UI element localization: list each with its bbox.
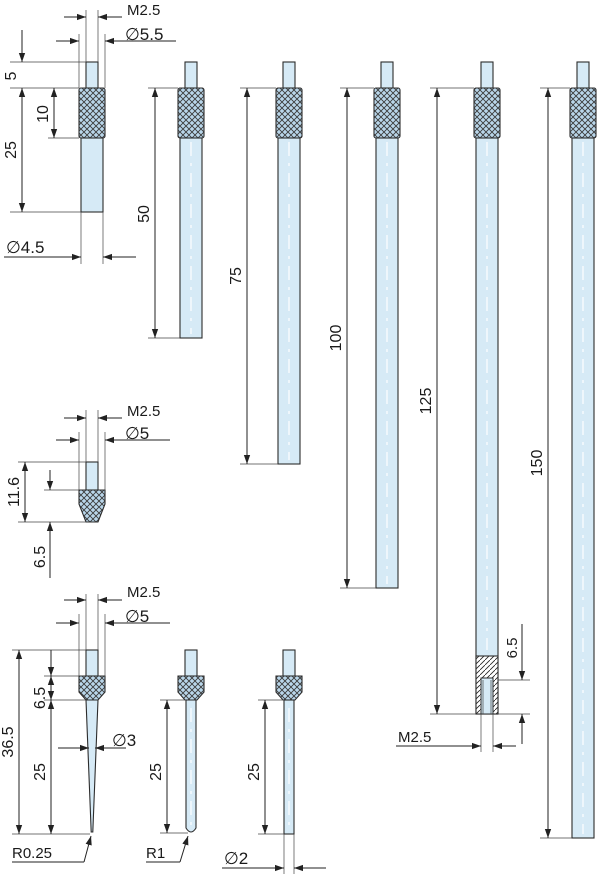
extension-75: 75 [228, 61, 303, 465]
extension-a-dim-total: 25 [3, 141, 20, 159]
tip-b-length-label: 25 [148, 763, 165, 781]
extension-a-dim-knurl: 10 [35, 105, 52, 123]
extension-150-length-label: 150 [529, 450, 546, 477]
extension-100-length-label: 100 [328, 325, 345, 352]
adapter-cone-label: 6.5 [32, 546, 49, 568]
tip-a-taper-diameter-label: ∅3 [112, 731, 136, 750]
tip-a-radius-label: R0.25 [12, 845, 52, 862]
tip-a-length-taper-label: 25 [32, 763, 49, 781]
extension-125-bore-depth-label: 6.5 [504, 638, 521, 659]
tip-c-length-label: 25 [246, 763, 263, 781]
tip-c-diameter-label: ∅2 [224, 849, 248, 868]
extension-75-length-label: 75 [228, 267, 245, 285]
tip-a-length-head-label: 6.5 [32, 687, 49, 709]
extension-125-length-label: 125 [418, 388, 435, 415]
tip-b: 25 R1 [146, 649, 205, 863]
adapter-diameter-label: ∅5 [125, 424, 149, 443]
adapter-height-label: 11.6 [6, 477, 23, 507]
extension-125: 125 6.5 M2.5 [396, 61, 530, 752]
extension-a-thread-label: M2.5 [127, 2, 160, 19]
extension-50-length-label: 50 [136, 205, 153, 223]
extension-150: 150 [529, 61, 597, 839]
adapter: M2.5 ∅5 11.6 6.5 [6, 403, 170, 578]
tip-a-diameter-label: ∅5 [125, 607, 149, 626]
tip-c: 25 ∅2 [222, 649, 326, 874]
extension-a: M2.5 ∅5.5 5 10 25 ∅4.5 [3, 2, 176, 264]
tip-a: M2.5 ∅5 36.5 6.5 25 ∅3 R0.25 [0, 584, 170, 863]
extension-125-thread-label: M2.5 [398, 729, 431, 746]
tip-b-radius-label: R1 [146, 845, 165, 862]
extension-a-dim-thread: 5 [3, 71, 20, 80]
extension-100: 100 [328, 61, 401, 589]
tip-a-length-total-label: 36.5 [0, 726, 17, 757]
adapter-thread-label: M2.5 [127, 403, 160, 420]
extension-a-shank-diameter-label: ∅4.5 [6, 238, 44, 257]
extension-a-knurl-diameter-label: ∅5.5 [125, 25, 163, 44]
extension-50: 50 [136, 61, 205, 339]
tip-a-thread-label: M2.5 [127, 584, 160, 601]
